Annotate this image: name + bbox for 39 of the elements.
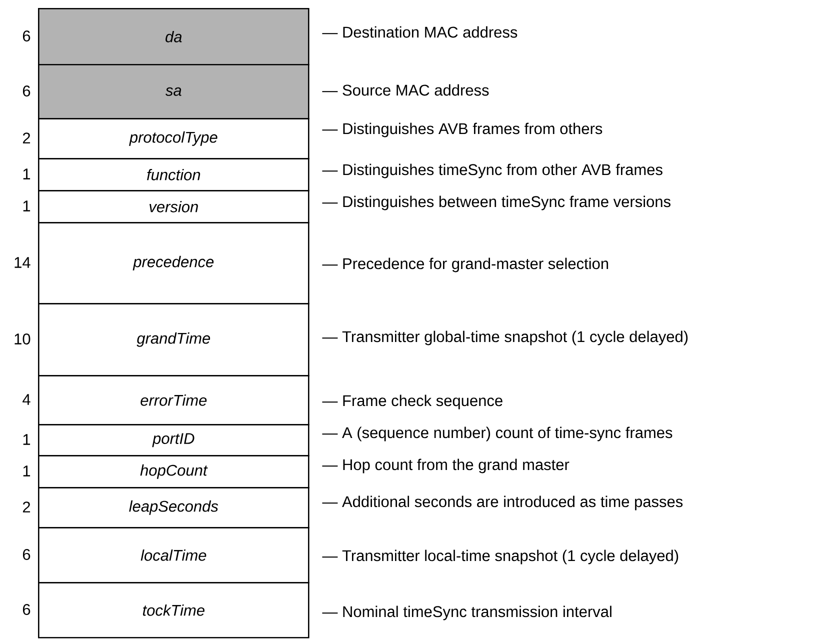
field-size: 1: [23, 168, 30, 180]
field-box: protocolType: [38, 118, 310, 160]
field-box: leapSeconds: [38, 487, 310, 528]
field-size: 6: [22, 604, 30, 615]
field-box: version: [38, 190, 310, 224]
field-description: — Source MAC address: [322, 84, 489, 96]
field-size: 10: [14, 334, 30, 344]
field-size: 4: [22, 394, 30, 405]
field-box: function: [38, 158, 310, 192]
field-description: — Transmitter global-time snapshot (1 cycle delayed): [322, 330, 688, 346]
field-description: — Distinguishes between timeSync frame versions: [322, 196, 670, 210]
field-description: — Distinguishes AVB frames from others: [322, 122, 602, 138]
field-description: — Nominal timeSync transmission interval: [322, 606, 612, 620]
field-description: — Frame check sequence: [322, 394, 502, 410]
field-description: — A (sequence number) count of time-sync frames: [322, 426, 672, 442]
field-box: tockTime: [38, 582, 310, 638]
field-description: — Destination MAC address: [322, 26, 518, 38]
field-description: — Hop count from the grand master: [322, 458, 570, 474]
field-description: — Transmitter local-time snapshot (1 cycle delayed): [322, 550, 678, 564]
field-size: 14: [14, 257, 30, 268]
field-description: — Distinguishes timeSync from other AVB frames: [322, 164, 662, 178]
field-description: — Additional seconds are introduced as time passes: [322, 496, 683, 510]
field-box: precedence: [38, 222, 310, 304]
field-description: — Precedence for grand-master selection: [322, 258, 608, 272]
field-box: sa: [38, 64, 310, 120]
field-box: errorTime: [38, 375, 310, 426]
field-size: 2: [22, 132, 30, 144]
field-size: 1: [23, 466, 30, 476]
field-box: da: [38, 8, 310, 66]
field-box: grandTime: [38, 303, 310, 376]
field-size: 6: [22, 30, 30, 42]
field-size: 6: [22, 549, 30, 560]
field-box: hopCount: [38, 455, 310, 488]
field-size: 6: [22, 86, 30, 96]
field-box: portID: [38, 424, 310, 456]
field-size: 1: [23, 200, 30, 212]
field-size: 1: [23, 434, 30, 445]
field-box: localTime: [38, 527, 310, 584]
field-size: 2: [22, 502, 30, 512]
